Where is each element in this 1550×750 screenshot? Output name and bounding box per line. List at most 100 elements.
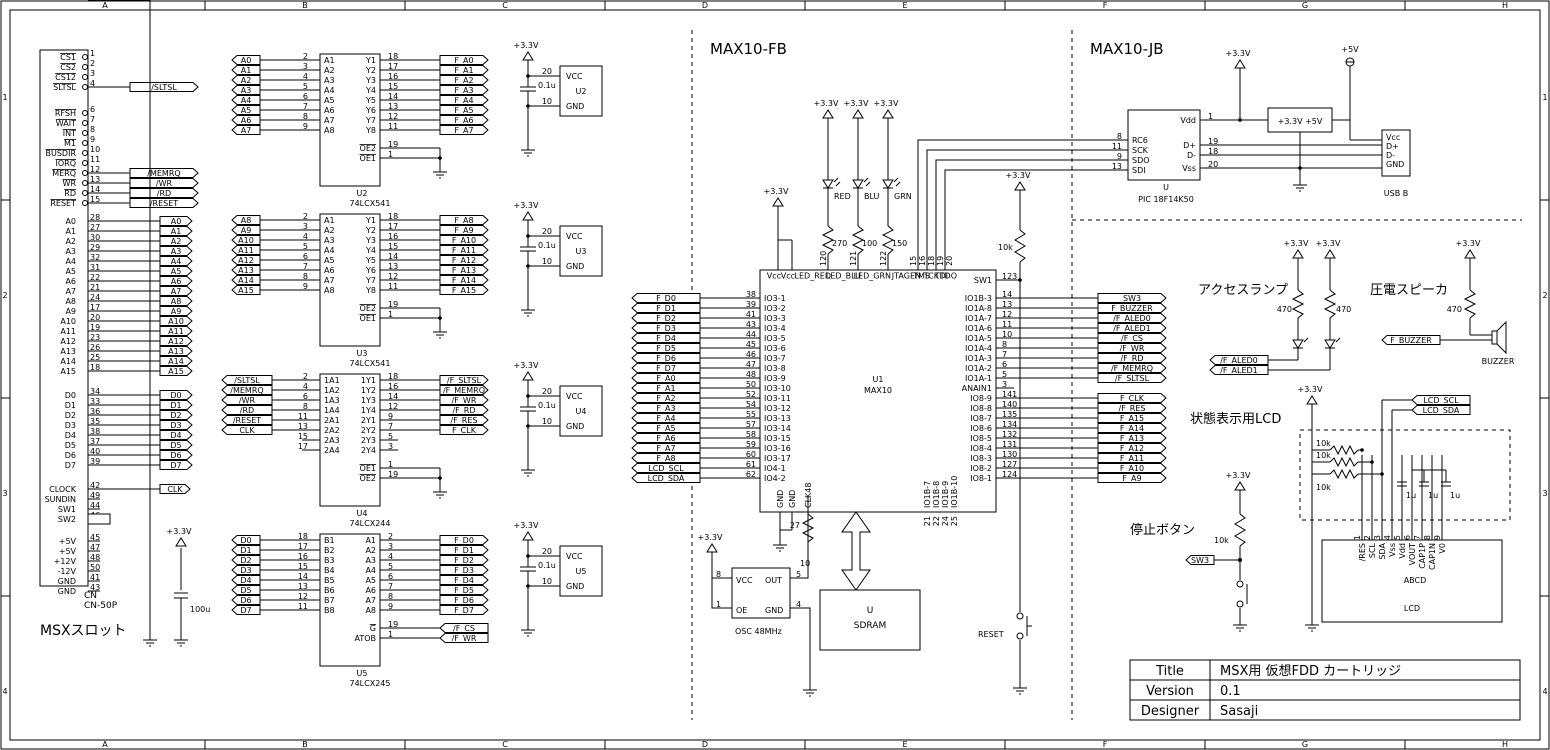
cn-pin-number: 27 — [90, 223, 100, 232]
u4-output-flag — [439, 405, 489, 415]
frame-col-bottom: H — [1502, 740, 1508, 749]
power-arrow-icon — [706, 543, 718, 553]
power-arrow-icon — [1234, 59, 1246, 69]
cn-pin-label: A15 — [60, 367, 76, 376]
u1-left-pin-label: IO3-8 — [764, 364, 786, 373]
u4-input-flag — [221, 425, 273, 435]
u1-left-pin-number: 59 — [746, 440, 756, 449]
u1-right-pin-number: 8 — [1002, 340, 1007, 349]
u3-a-label: A4 — [324, 246, 335, 255]
led-icon — [822, 179, 834, 189]
cn-pin-number: 28 — [90, 213, 100, 222]
decap-pin: 20 — [542, 547, 552, 556]
cn-pin-label: A5 — [65, 267, 76, 276]
u1-left-net-flag-text: F_D5 — [656, 344, 676, 353]
u4-power-ref: U4 — [576, 407, 587, 416]
stop-pullup-value: 10k — [1214, 536, 1229, 545]
inverter-bubble — [82, 190, 88, 196]
u4-input-flag — [221, 395, 273, 405]
lcd-pin-number: 9 — [1433, 535, 1442, 540]
u1-right-net-flag-text: /F_MEMRQ — [1111, 364, 1153, 373]
u1-left-net-flag — [631, 403, 701, 413]
lcd-cap-value: 1u — [1428, 491, 1438, 500]
cn-pin-label: M1 — [64, 139, 76, 148]
cn-pin-number: 3 — [90, 69, 95, 78]
u5-a-label: B7 — [324, 596, 335, 605]
u1-right-net-flag-text: /F_WR — [1120, 344, 1145, 353]
u4-output-flag-text: /F_WR — [452, 396, 477, 405]
clock-resistor-value: 27 — [790, 521, 800, 530]
decap-value: 0.1u — [538, 241, 556, 250]
u1-left-pin-number: 55 — [746, 410, 756, 419]
u5-part: 74LCX245 — [350, 679, 391, 688]
junction — [1360, 448, 1364, 452]
u2-out-pin: 18 — [388, 52, 398, 61]
lcd-pin-number: 3 — [1373, 535, 1382, 540]
cn-pin-number: 38 — [90, 427, 100, 436]
u5-output-flag — [439, 575, 489, 585]
decap-gnd: GND — [566, 262, 584, 271]
power-arrow-icon — [1306, 395, 1318, 405]
power-label: +3.3V — [814, 99, 839, 108]
cn-bus-flag-text: A14 — [168, 357, 184, 366]
cn-pin-number: 23 — [90, 333, 100, 342]
u5-oe-pin: 1 — [388, 630, 393, 639]
led-ray-icon — [895, 181, 901, 187]
cn-pin-label: SW2 — [58, 515, 76, 524]
lamp-net-flag-text: /F_ALED1 — [1220, 366, 1258, 375]
u5-input-flag — [231, 595, 261, 605]
u5-a-label: B1 — [324, 536, 335, 545]
sdram-ref: U — [867, 606, 874, 616]
u3-output-flag-text: F_A9 — [454, 226, 473, 235]
u2-out-pin: 15 — [388, 82, 398, 91]
power-arrow-icon — [522, 371, 534, 381]
u4-a-label: 1A2 — [324, 386, 340, 395]
frame-col-top: C — [502, 1, 508, 10]
led-ray-icon — [863, 177, 869, 183]
u1-left-pin-label: IO3-2 — [764, 304, 786, 313]
cn-pin-label: D3 — [65, 421, 76, 430]
cn-bus-flag-text: A13 — [168, 347, 184, 356]
u4-input-flag — [221, 375, 273, 385]
cn-pin-number: 50 — [90, 563, 100, 572]
u3-in-pin: 3 — [303, 222, 308, 231]
u2-a-label: A7 — [324, 116, 335, 125]
u3-body — [319, 213, 381, 347]
u1-left-pin-number: 47 — [746, 360, 756, 369]
u1-top-pin-label: Vcc — [767, 272, 781, 281]
buzzer-icon — [1491, 330, 1498, 345]
u3-out-pin: 16 — [388, 232, 398, 241]
u5-y-label: A3 — [365, 556, 376, 565]
u4-output-flag — [439, 385, 489, 395]
cn-pin-number: 36 — [90, 407, 100, 416]
cn-pin-number: 35 — [90, 417, 100, 426]
lamp-net-flag-text: /F_ALED0 — [1220, 356, 1258, 365]
junction — [1298, 166, 1302, 170]
u2-input-flag-text: A2 — [241, 76, 252, 85]
cn-pin-number: 29 — [90, 243, 100, 252]
oscillator: VCC OUT OE GND OSC 48MHz 8 1 5 4 10 — [711, 496, 811, 690]
cn-pin-label: SUNDIN — [45, 495, 76, 504]
u2-input-flag-text: A4 — [241, 96, 252, 105]
u4-a-label: 2A3 — [324, 436, 340, 445]
cn-bus-flag-text: A9 — [171, 307, 182, 316]
u4-power-body — [559, 385, 603, 437]
cn-bus-flag — [159, 246, 193, 256]
power-arrow-icon — [822, 109, 834, 119]
power-label: +3.3V — [764, 187, 789, 196]
u5-output-flag — [439, 535, 489, 545]
u4-output-flag-text: /F_RES — [451, 416, 478, 425]
frame-col-top: F — [1103, 1, 1108, 10]
u1-bottom-pin-label: CLK48 — [804, 483, 813, 508]
u5-ctl-flag-text: /F_WR — [452, 634, 477, 643]
cn-bus-flag — [159, 390, 193, 400]
u5-output-flag-text: F_D4 — [454, 576, 474, 585]
u1-right-pin-label: IO8-9 — [970, 394, 992, 403]
cn-bus-flag-text: A7 — [171, 287, 182, 296]
u1-right-net-flag — [1097, 463, 1167, 473]
u2-in-pin: 7 — [303, 102, 308, 111]
